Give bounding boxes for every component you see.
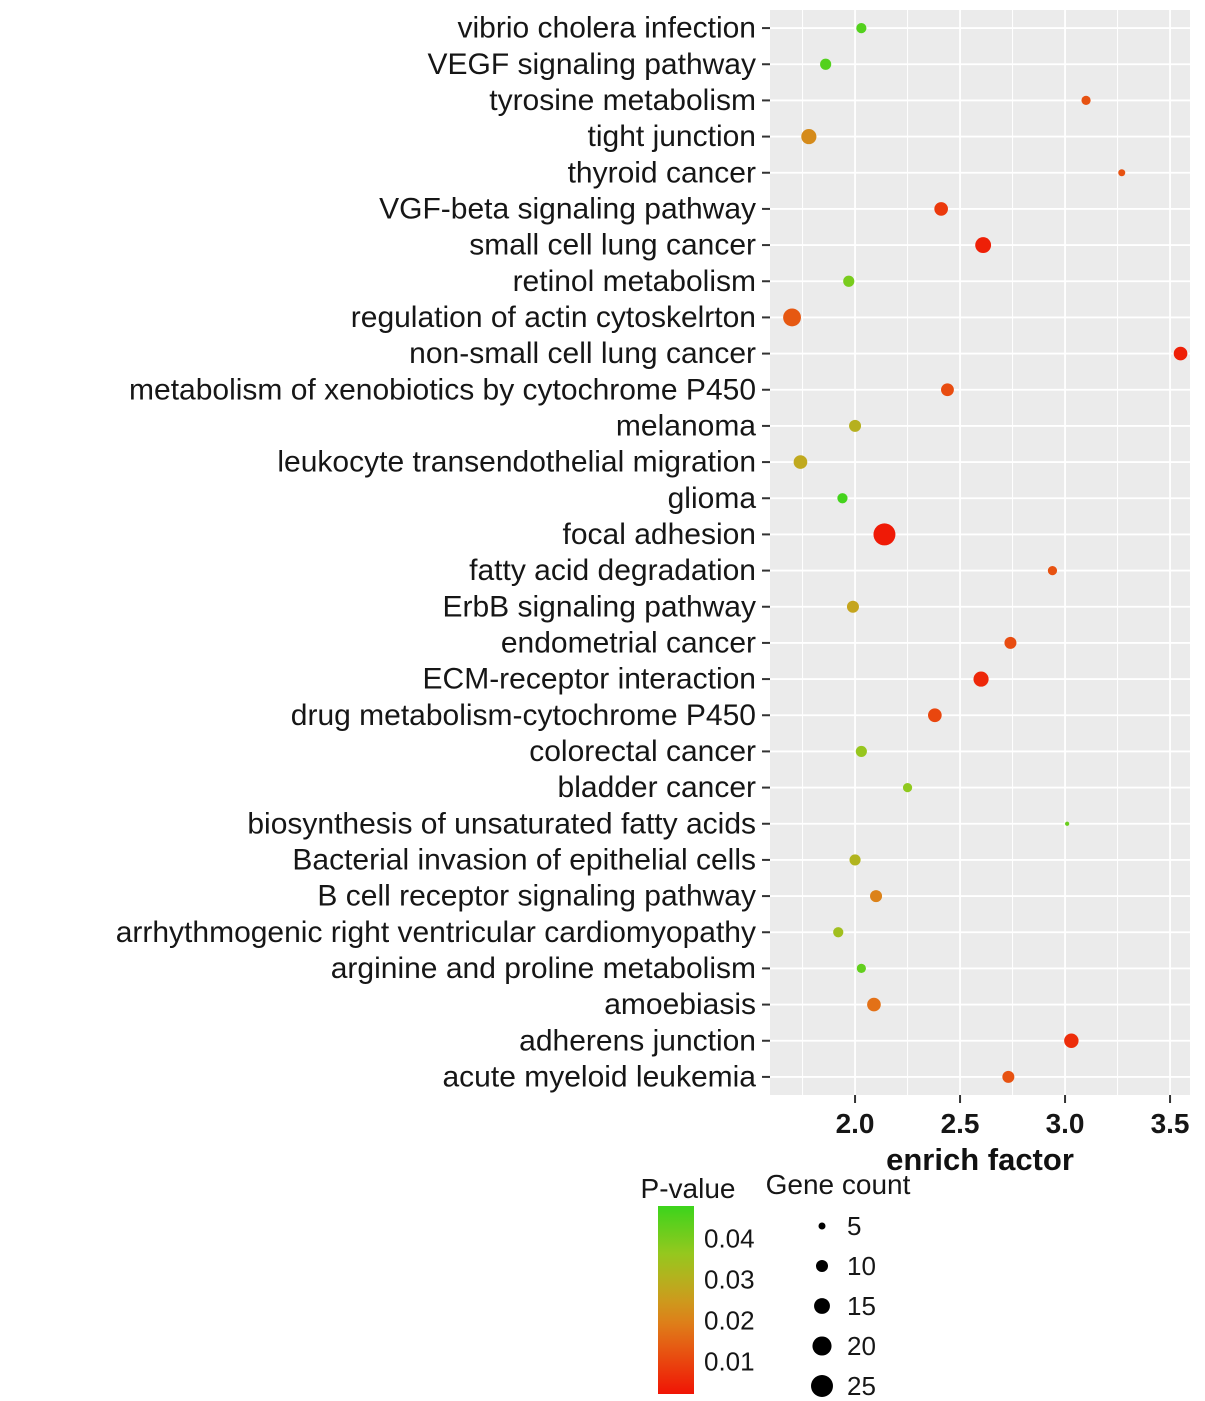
pvalue-colorbar	[658, 1206, 694, 1394]
genecount-legend-dot	[814, 1298, 830, 1314]
data-point	[1004, 636, 1017, 649]
y-tick-label: retinol metabolism	[513, 265, 756, 298]
data-point	[1064, 1033, 1079, 1048]
x-tick-label: 3.5	[1151, 1108, 1190, 1139]
y-tick-label: colorectal cancer	[529, 735, 756, 768]
y-tick-label: B cell receptor signaling pathway	[317, 880, 756, 913]
y-tick-label: vibrio cholera infection	[458, 12, 757, 45]
y-tick-label: melanoma	[616, 409, 756, 442]
x-tick-label: 2.5	[941, 1108, 980, 1139]
data-point	[1047, 565, 1058, 576]
data-point	[783, 308, 801, 327]
data-point	[1081, 95, 1091, 106]
y-tick-label: tight junction	[588, 120, 756, 153]
genecount-tick-label: 15	[847, 1291, 876, 1321]
genecount-tick-label: 10	[847, 1251, 876, 1281]
y-tick-label: focal adhesion	[563, 518, 756, 551]
pvalue-tick-label: 0.01	[704, 1346, 755, 1376]
data-point	[870, 890, 883, 903]
y-tick-label: bladder cancer	[558, 771, 756, 804]
y-tick-label: metabolism of xenobiotics by cytochrome …	[129, 373, 756, 406]
data-point	[867, 997, 881, 1012]
data-point	[873, 523, 896, 546]
data-point	[855, 745, 867, 757]
data-point	[902, 782, 913, 793]
genecount-legend-dot	[818, 1222, 826, 1230]
data-point	[1002, 1070, 1015, 1083]
data-point	[1065, 821, 1070, 826]
data-point	[849, 854, 861, 866]
y-tick-label: non-small cell lung cancer	[409, 337, 756, 370]
pvalue-tick-label: 0.04	[704, 1224, 755, 1254]
y-tick-label: arginine and proline metabolism	[331, 952, 756, 985]
y-tick-label: drug metabolism-cytochrome P450	[291, 699, 756, 732]
y-tick-label: biosynthesis of unsaturated fatty acids	[247, 807, 756, 840]
y-tick-label: amoebiasis	[604, 988, 756, 1021]
y-tick-label: leukocyte transendothelial migration	[277, 446, 756, 479]
data-point	[843, 275, 855, 287]
x-axis-title: enrich factor	[886, 1142, 1074, 1177]
data-point	[820, 58, 832, 70]
y-tick-label: adherens junction	[519, 1024, 756, 1057]
genecount-tick-label: 5	[847, 1211, 861, 1241]
data-point	[856, 963, 866, 974]
data-point	[973, 671, 989, 687]
y-tick-label: Bacterial invasion of epithelial cells	[292, 843, 756, 876]
genecount-tick-label: 20	[847, 1331, 876, 1361]
data-point	[1173, 346, 1188, 361]
y-tick-label: ECM-receptor interaction	[423, 663, 756, 696]
data-point	[856, 22, 867, 34]
genecount-legend-dot	[811, 1375, 833, 1397]
pvalue-tick-label: 0.03	[704, 1265, 755, 1295]
data-point	[793, 455, 808, 469]
y-tick-label: arrhythmogenic right ventricular cardiom…	[116, 916, 756, 949]
genecount-tick-label: 25	[847, 1371, 876, 1401]
genecount-legend-dot	[815, 1259, 829, 1273]
y-tick-label: VEGF signaling pathway	[427, 48, 756, 81]
data-point	[941, 383, 954, 397]
pvalue-tick-label: 0.02	[704, 1305, 755, 1335]
data-point	[975, 237, 992, 254]
y-tick-label: VGF-beta signaling pathway	[379, 192, 756, 225]
y-tick-label: glioma	[668, 482, 757, 515]
y-tick-label: tyrosine metabolism	[489, 84, 756, 117]
y-tick-label: regulation of actin cytoskelrton	[351, 301, 756, 334]
x-tick-label: 2.0	[836, 1108, 875, 1139]
data-point	[1118, 169, 1126, 177]
y-tick-label: fatty acid degradation	[469, 554, 756, 587]
data-point	[833, 927, 844, 938]
data-point	[846, 600, 859, 613]
pvalue-legend-title: P-value	[641, 1173, 736, 1204]
x-tick-label: 3.0	[1046, 1108, 1085, 1139]
y-tick-label: thyroid cancer	[568, 156, 756, 189]
y-tick-label: acute myeloid leukemia	[443, 1060, 757, 1093]
data-point	[849, 419, 862, 432]
data-point	[928, 708, 942, 723]
genecount-legend-title: Gene count	[766, 1169, 911, 1200]
data-point	[837, 493, 848, 504]
data-point	[801, 129, 817, 145]
y-tick-label: endometrial cancer	[501, 626, 756, 659]
genecount-legend-dot	[812, 1336, 832, 1356]
y-tick-label: ErbB signaling pathway	[442, 590, 756, 623]
data-point	[934, 202, 948, 216]
plot-panel	[770, 10, 1190, 1095]
y-tick-label: small cell lung cancer	[469, 229, 756, 262]
